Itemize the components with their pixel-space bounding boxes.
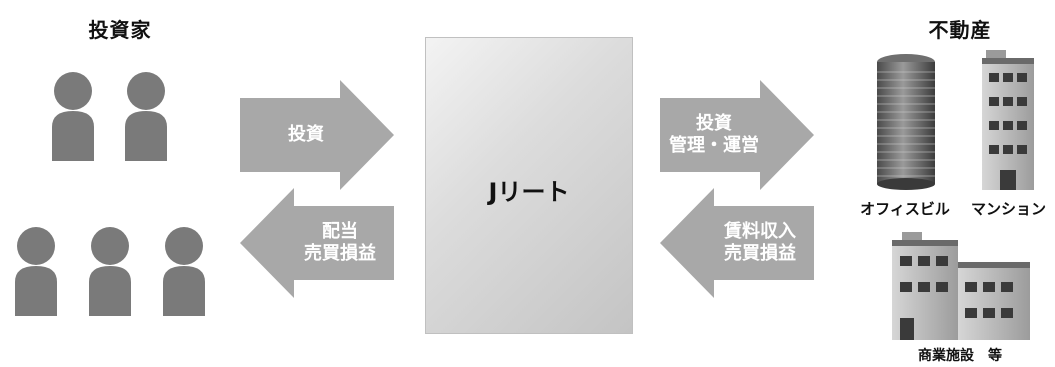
dividend-arrow-label: 配当 売買損益 xyxy=(290,221,390,265)
jreit-label: Jリート xyxy=(488,178,570,206)
manage-arrow-label-line-2: 管理・運営 xyxy=(669,135,759,156)
dividend-arrow-label-line-1: 配当 xyxy=(322,221,358,242)
investor-person-2-icon xyxy=(125,72,167,161)
manage-arrow-label-line-1: 投資 xyxy=(696,113,732,134)
jreit-box xyxy=(425,37,633,334)
investor-person-1-icon xyxy=(52,72,94,161)
manage-arrow-label: 投資 管理・運営 xyxy=(664,113,764,157)
manage-arrow xyxy=(660,80,814,190)
mansion-building-icon xyxy=(982,50,1034,190)
realestate-heading: 不動産 xyxy=(928,18,992,42)
dividend-arrow-label-line-2: 売買損益 xyxy=(304,243,376,264)
rent-arrow-label-line-2: 売買損益 xyxy=(724,243,796,264)
investor-person-4-icon xyxy=(89,227,131,316)
mansion-caption: マンション xyxy=(970,200,1046,218)
rent-arrow xyxy=(660,188,814,298)
investor-person-5-icon xyxy=(163,227,205,316)
commercial-building-icon xyxy=(892,232,1030,340)
commercial-caption: 商業施設 等 xyxy=(918,348,1002,364)
investors-heading: 投資家 xyxy=(88,18,152,42)
office-building-icon xyxy=(877,54,935,190)
office-caption: オフィスビル xyxy=(860,200,950,218)
invest-arrow xyxy=(240,80,394,190)
invest-arrow-label-line-1: 投資 xyxy=(288,124,324,145)
investor-person-3-icon xyxy=(15,227,57,316)
dividend-arrow xyxy=(240,188,394,298)
rent-arrow-label-line-1: 賃料収入 xyxy=(724,221,796,242)
invest-arrow-label: 投資 xyxy=(258,124,354,146)
rent-arrow-label: 賃料収入 売買損益 xyxy=(708,221,812,265)
